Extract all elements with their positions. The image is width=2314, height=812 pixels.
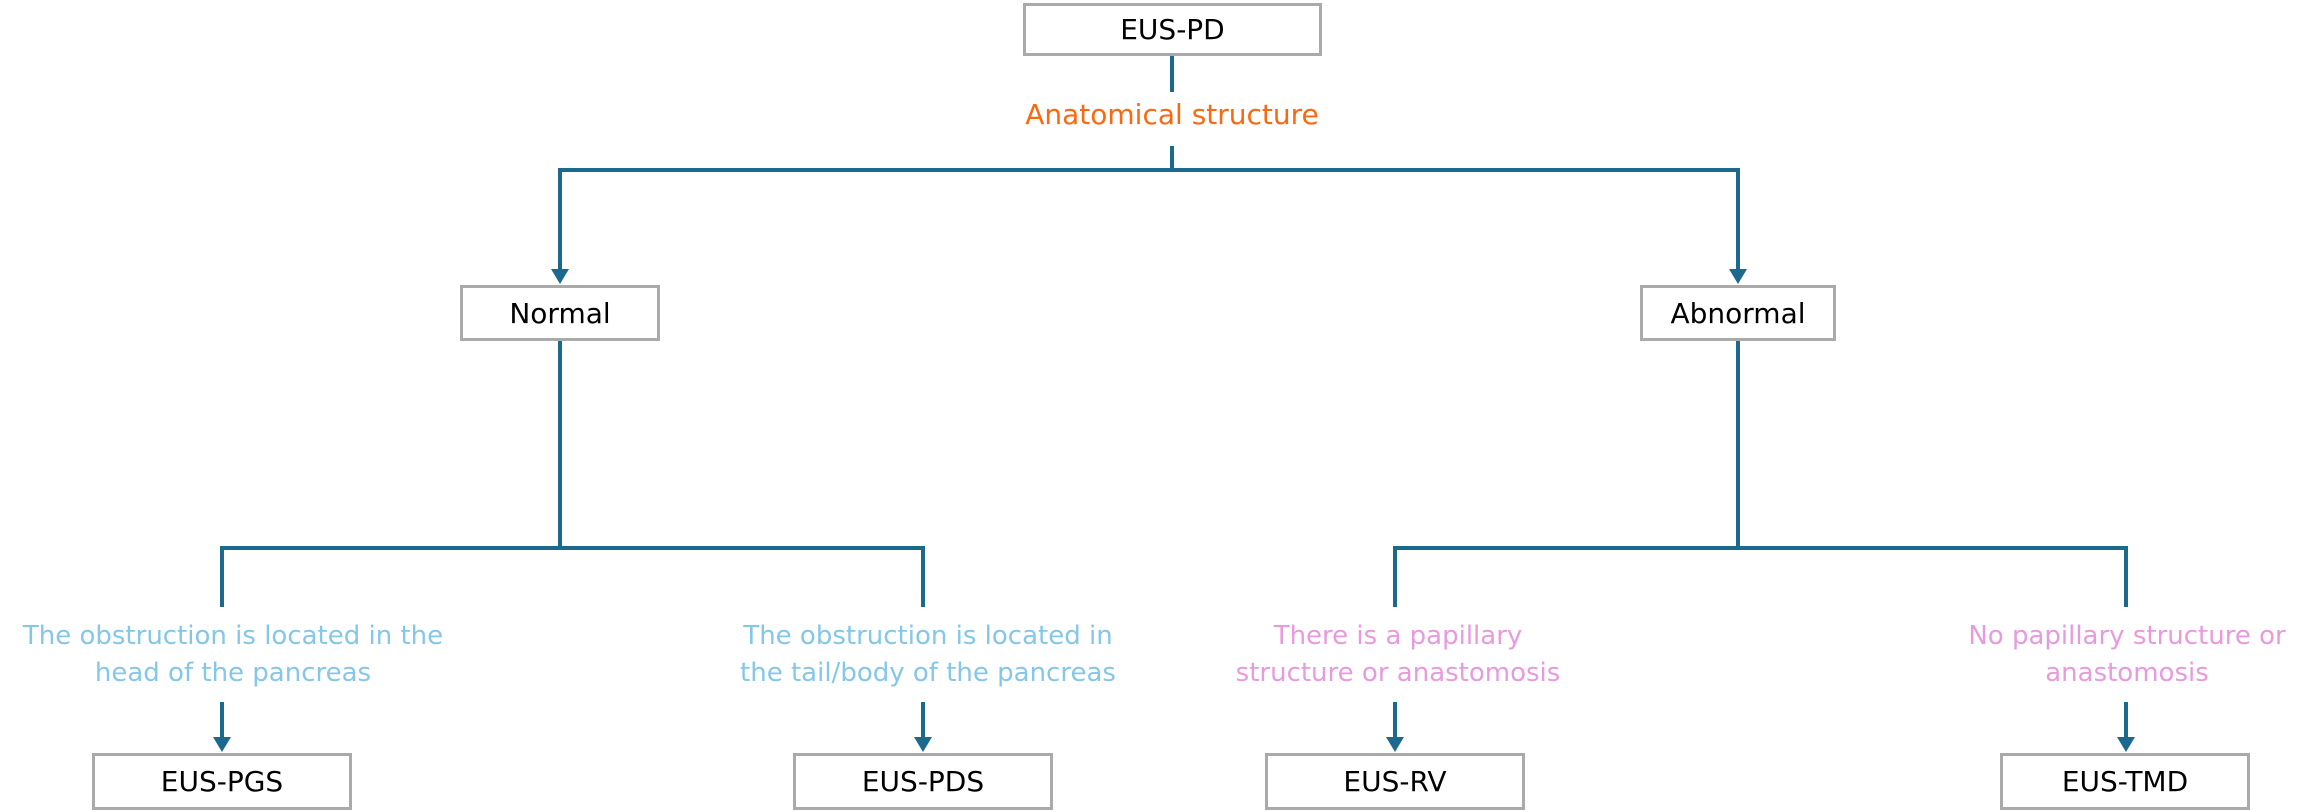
- node-eus-tmd: EUS-TMD: [2000, 753, 2250, 810]
- edge-label-line: There is a papillary: [1273, 621, 1523, 651]
- node-eus-pd: EUS-PD: [1023, 3, 1322, 56]
- edge-label-line: anastomosis: [2045, 658, 2209, 688]
- edge-label-tail-body-of-pancreas: The obstruction is located in the tail/b…: [740, 618, 1116, 692]
- edge-label-anatomical-structure: Anatomical structure: [1025, 96, 1319, 134]
- edge-label-head-of-pancreas: The obstruction is located in the head o…: [23, 618, 443, 692]
- arrowhead-eus-tmd: [2117, 737, 2135, 752]
- node-normal: Normal: [460, 285, 660, 341]
- edge-label-line: structure or anastomosis: [1235, 658, 1561, 688]
- edge-label-line: The obstruction is located in the: [22, 621, 444, 651]
- edge-label-papillary-present: There is a papillary structure or anasto…: [1236, 618, 1561, 692]
- node-eus-pgs: EUS-PGS: [92, 753, 352, 810]
- node-eus-rv: EUS-RV: [1265, 753, 1525, 810]
- node-abnormal: Abnormal: [1640, 285, 1836, 341]
- edge-label-papillary-absent: No papillary structure or anastomosis: [1968, 618, 2285, 692]
- edge-label-line: the tail/body of the pancreas: [740, 658, 1116, 688]
- edge-label-line: No papillary structure or: [1968, 621, 2286, 651]
- edge-label-line: The obstruction is located in: [743, 621, 1113, 651]
- arrowhead-normal: [551, 269, 569, 284]
- arrowhead-eus-pds: [914, 737, 932, 752]
- arrowhead-abnormal: [1729, 269, 1747, 284]
- edge-label-line: head of the pancreas: [94, 658, 372, 688]
- edge-label-line: Anatomical structure: [1025, 98, 1319, 131]
- arrowhead-eus-pgs: [213, 737, 231, 752]
- node-eus-pds: EUS-PDS: [793, 753, 1053, 810]
- arrowhead-eus-rv: [1386, 737, 1404, 752]
